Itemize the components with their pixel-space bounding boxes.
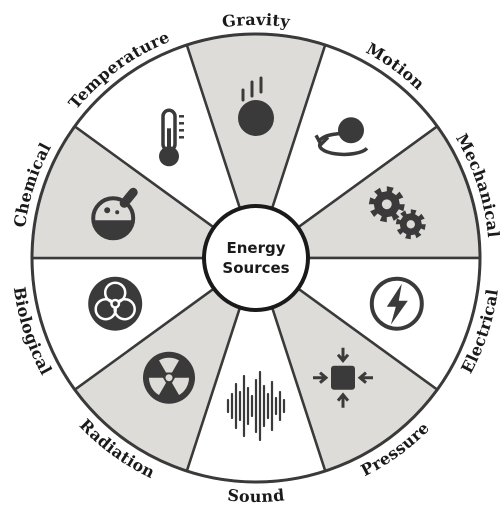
radiation-icon — [143, 351, 195, 404]
icon-group — [88, 76, 426, 442]
center-circle — [202, 204, 310, 312]
lightning-bolt-icon — [369, 276, 424, 331]
biohazard-icon — [88, 276, 143, 331]
sound-wave-icon — [226, 370, 286, 442]
thermometer-icon — [159, 108, 184, 167]
center-title-line-1: Energy — [226, 239, 285, 257]
gears-icon — [368, 186, 426, 240]
falling-ball-icon — [238, 76, 274, 136]
center-hub: Energy Sources — [202, 204, 310, 312]
rotating-ball-icon — [314, 117, 369, 157]
compression-icon — [313, 347, 373, 408]
outer-ring — [30, 32, 482, 484]
label-gravity: Gravity — [221, 10, 291, 31]
label-sound: Sound — [227, 485, 286, 506]
flask-icon — [91, 187, 138, 241]
center-title-line-2: Sources — [222, 259, 289, 277]
